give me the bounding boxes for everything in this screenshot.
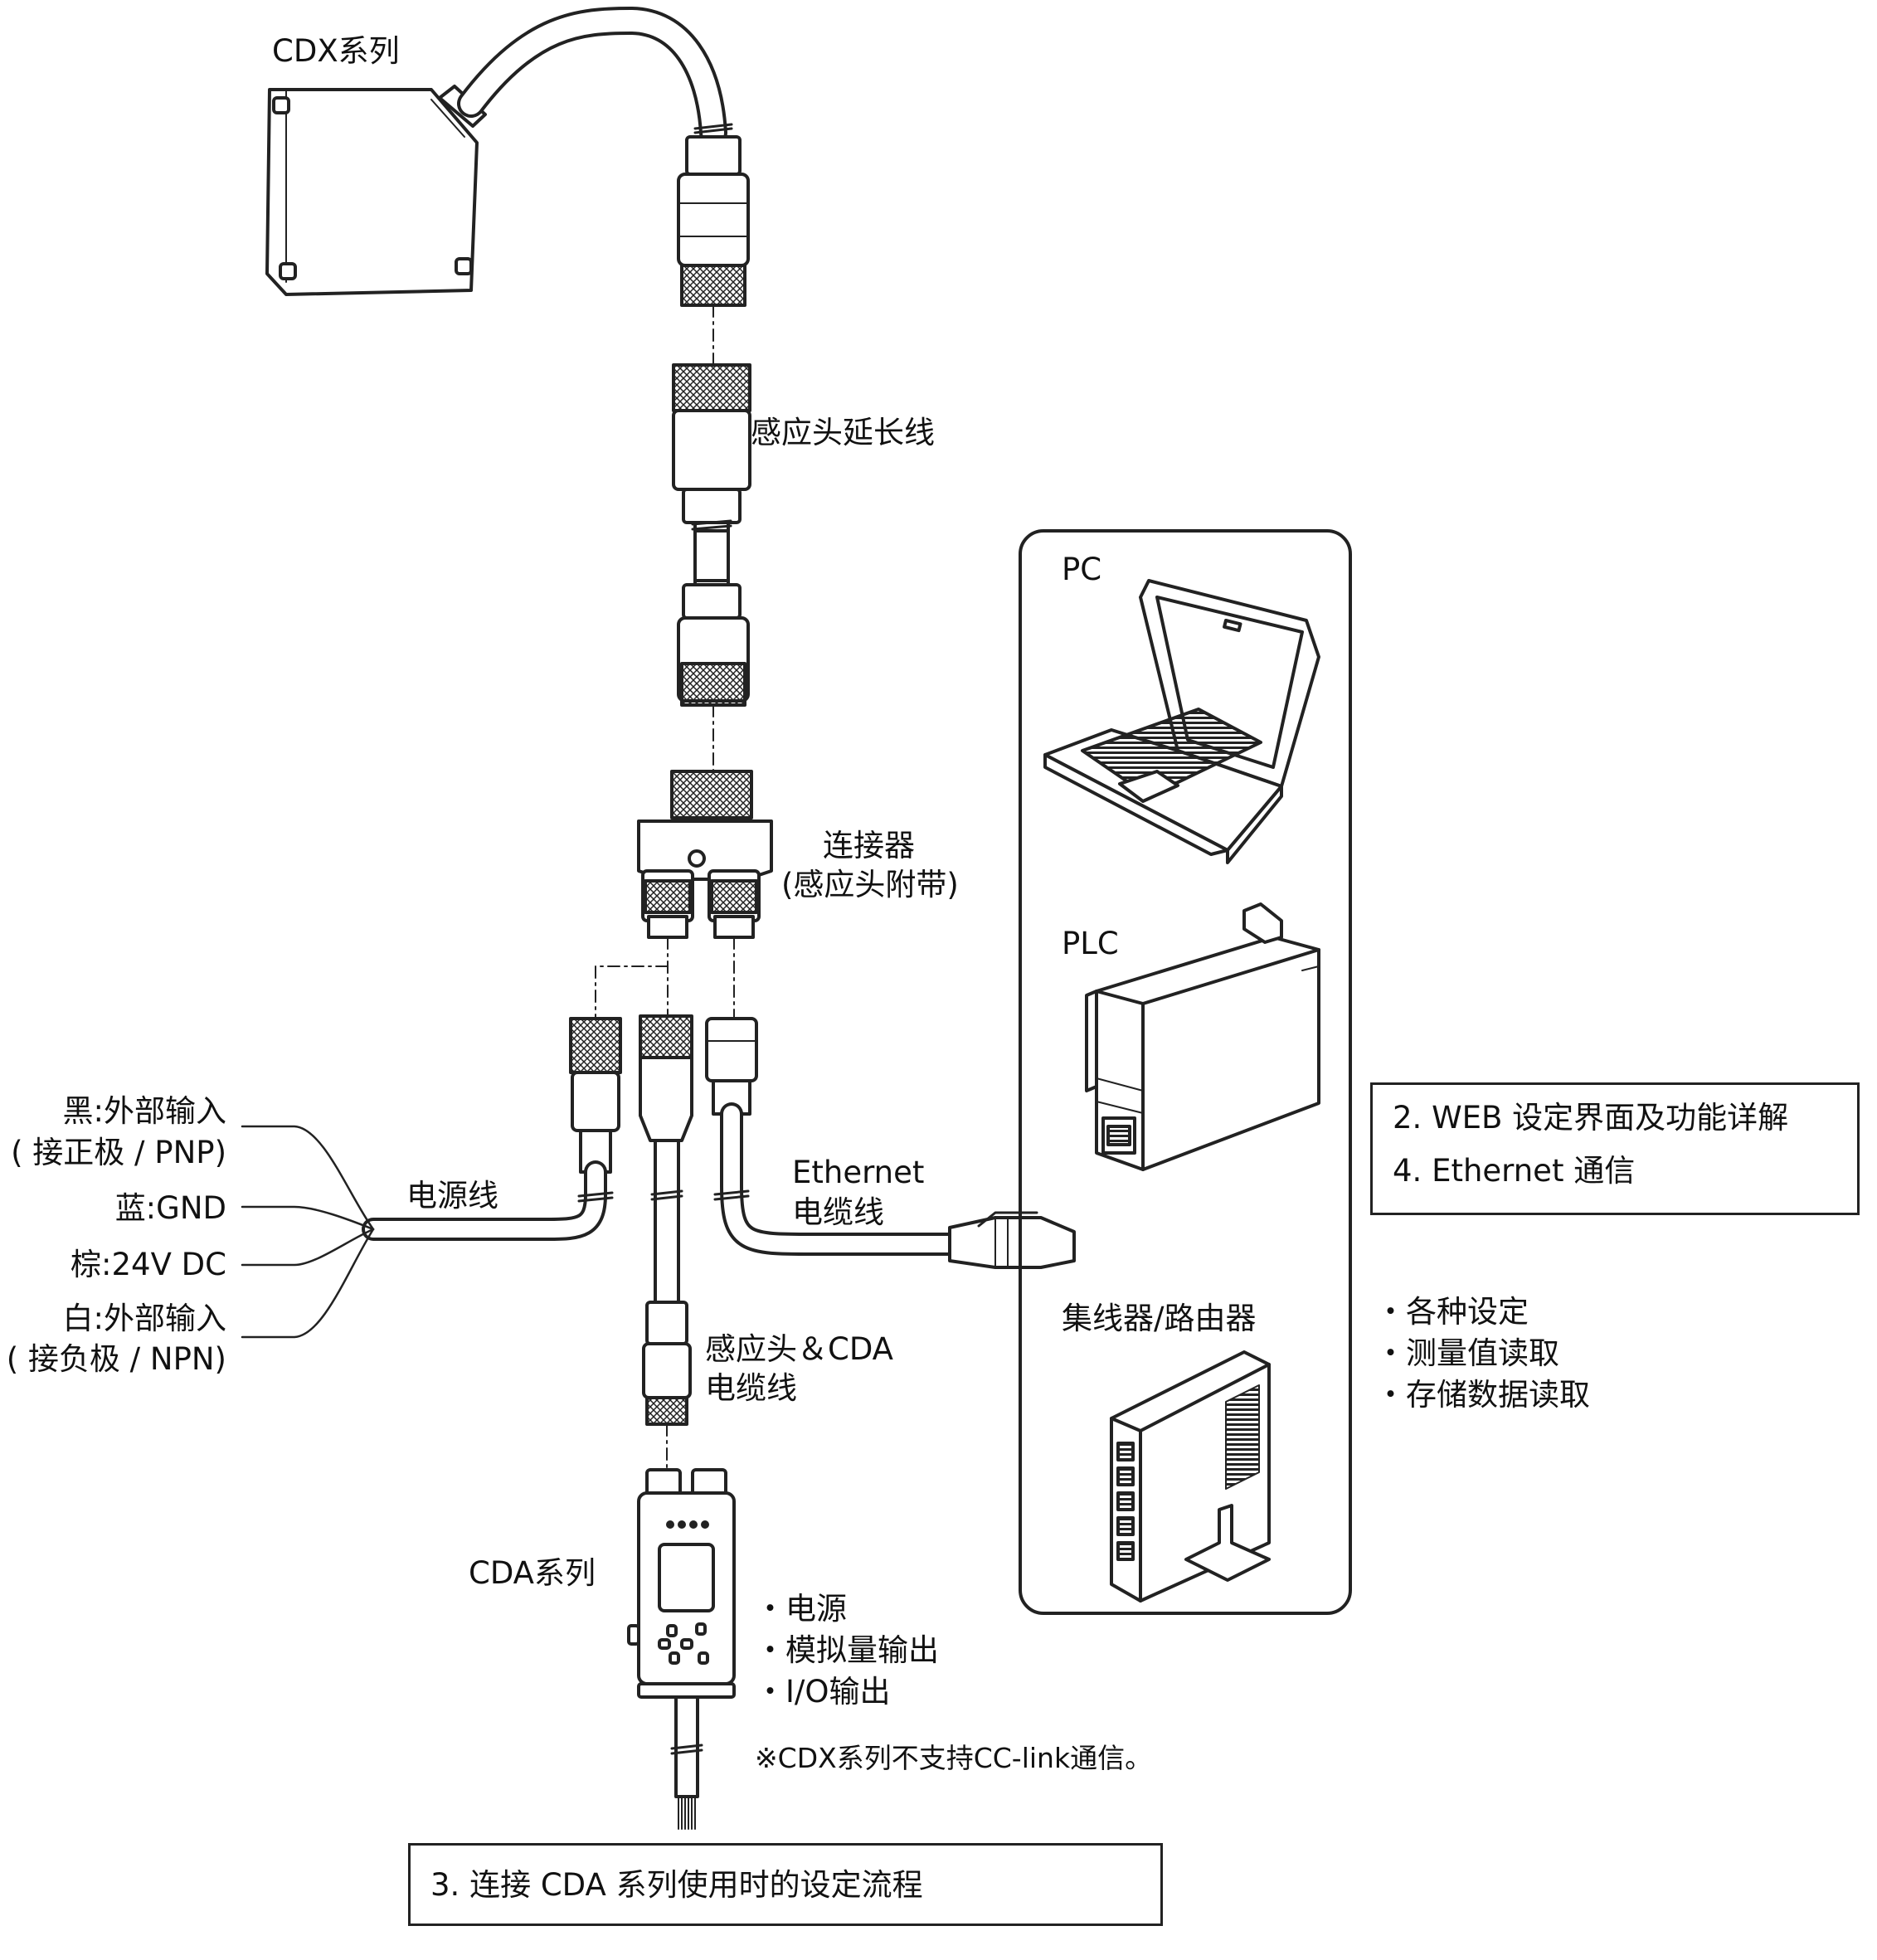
- power-cable-label: 电源线: [406, 1178, 498, 1213]
- bottom-reference-text: 3. 连接 CDA 系列使用时的设定流程: [430, 1867, 923, 1903]
- bottom-reference-box: 3. 连接 CDA 系列使用时的设定流程: [408, 1843, 1163, 1926]
- wire-white-label: 白:外部输入: [62, 1301, 226, 1336]
- ethernet-feature-item: ・各种设定: [1375, 1294, 1529, 1330]
- sensor-cda-cable-label: 感应头＆CDA: [705, 1331, 893, 1367]
- connector-sublabel: (感应头附带): [781, 867, 959, 902]
- ethernet-feature-item: ・测量值读取: [1375, 1335, 1559, 1371]
- cdx-series-label: CDX系列: [272, 33, 400, 69]
- cda-feature-item: ・电源: [755, 1591, 847, 1627]
- sensor-extension-cable-label: 感应头延长线: [751, 415, 935, 450]
- plc-icon: [1085, 902, 1320, 1171]
- loose-wires: [241, 1125, 375, 1339]
- wire-black-sublabel: ( 接正极 / PNP): [11, 1135, 226, 1170]
- y-connector: [637, 770, 773, 939]
- connector-label: 连接器: [823, 828, 915, 863]
- cda-amplifier: [627, 1468, 736, 1830]
- sensor-cda-cable-sublabel: 电缆线: [705, 1370, 797, 1406]
- reference-box: 2. WEB 设定界面及功能详解 4. Ethernet 通信: [1370, 1082, 1860, 1215]
- power-cable: [362, 1017, 622, 1241]
- cc-link-note: ※CDX系列不支持CC-link通信。: [755, 1742, 1153, 1774]
- hub-router-label: 集线器/路由器: [1062, 1301, 1257, 1336]
- cda-feature-item: ・模拟量输出: [755, 1632, 939, 1668]
- wire-black-label: 黑:外部输入: [62, 1093, 226, 1129]
- ethernet-cable-label: Ethernet: [792, 1155, 925, 1190]
- network-device-panel: [1019, 529, 1352, 1615]
- extension-cable: [672, 363, 751, 707]
- ethernet-cable-sublabel: 电缆线: [792, 1194, 884, 1230]
- wire-brown-label: 棕:24V DC: [71, 1247, 226, 1282]
- sensor-cda-cable: [639, 1014, 693, 1426]
- cdx-cable-connector: [677, 173, 750, 307]
- wire-blue-label: 蓝:GND: [114, 1190, 226, 1226]
- cda-series-label: CDA系列: [469, 1555, 596, 1591]
- wire-white-sublabel: ( 接负极 / NPN): [6, 1341, 226, 1377]
- cda-feature-item: ・I/O输出: [755, 1674, 891, 1710]
- cdx-sensor-head: [265, 85, 487, 296]
- reference-line-1: 2. WEB 设定界面及功能详解: [1393, 1100, 1789, 1136]
- laptop-icon: [1043, 579, 1320, 864]
- ethernet-cable: [705, 1017, 1076, 1269]
- plc-label: PLC: [1062, 926, 1119, 961]
- reference-line-2: 4. Ethernet 通信: [1393, 1153, 1636, 1189]
- hub-router-icon: [1110, 1350, 1271, 1603]
- ethernet-feature-item: ・存储数据读取: [1375, 1377, 1590, 1413]
- pc-label: PC: [1062, 552, 1102, 587]
